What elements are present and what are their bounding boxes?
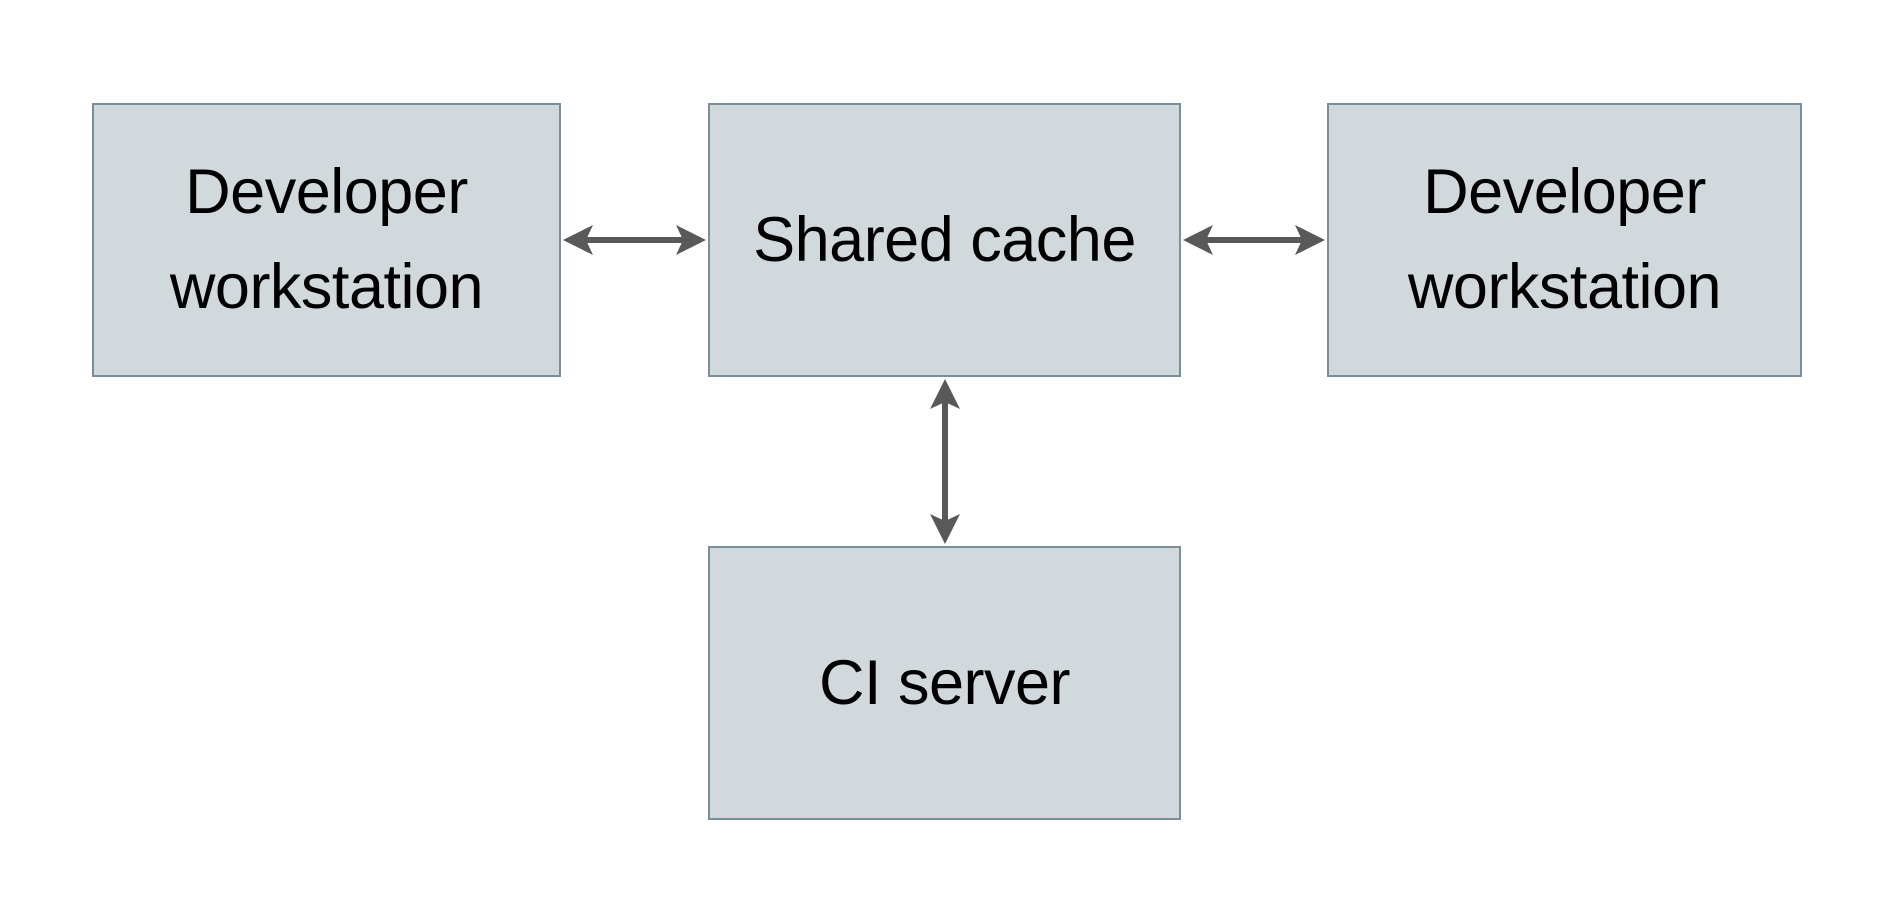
double-arrow-shared-cache-right-workstation <box>1183 225 1325 255</box>
node-developer-workstation-right: Developer workstation <box>1327 103 1802 377</box>
node-ci-server: CI server <box>708 546 1181 820</box>
double-arrow-shared-cache-ci-server <box>930 379 960 544</box>
node-label-developer-workstation-right: Developer workstation <box>1407 157 1722 322</box>
node-shared-cache: Shared cache <box>708 103 1181 377</box>
node-developer-workstation-left: Developer workstation <box>92 103 561 377</box>
arrowhead-left-icon <box>563 225 593 255</box>
arrowhead-left-icon <box>1183 225 1213 255</box>
node-label-shared-cache: Shared cache <box>753 204 1136 275</box>
arrowhead-up-icon <box>930 379 960 409</box>
arrowhead-right-icon <box>676 225 706 255</box>
arrowhead-right-icon <box>1295 225 1325 255</box>
double-arrow-left-workstation-shared-cache <box>563 225 706 255</box>
node-label-developer-workstation-left: Developer workstation <box>169 157 484 322</box>
node-label-ci-server: CI server <box>818 647 1071 718</box>
arrowhead-down-icon <box>930 514 960 544</box>
